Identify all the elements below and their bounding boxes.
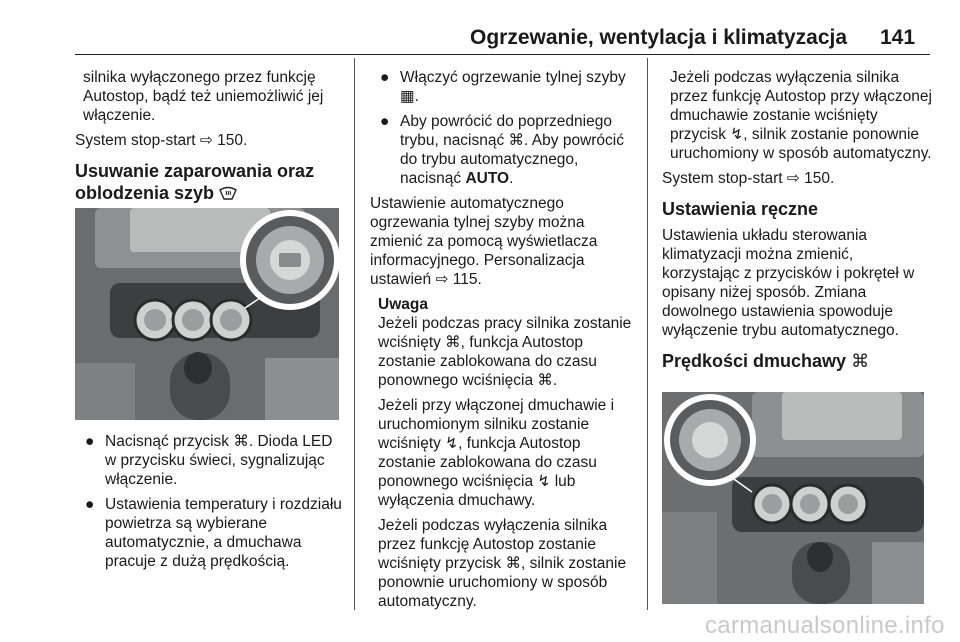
list-item: ●Aby powrócić do poprzedniego trybu, nac… [380, 113, 624, 187]
section-heading: Prędkości dmuchawy ⌘ [662, 350, 932, 372]
list-item: ●Ustawienia temperatury i rozdziału powi… [85, 496, 342, 570]
watermark: carmanualsonline.info [705, 612, 945, 639]
list-item-text: Ustawienia temperatury i rozdziału powie… [105, 496, 342, 570]
section-heading: Usuwanie zaparowania oraz oblodzenia szy… [75, 160, 343, 204]
paragraph: Jeżeli podczas wyłączenia silnika przez … [670, 69, 932, 162]
auto-label: AUTO [465, 170, 510, 187]
column-divider-1 [354, 58, 355, 610]
climate-control-photo [75, 208, 339, 420]
fan-icon: ⌘ [851, 351, 870, 371]
cross-reference: System stop-start ⇨ 150. [75, 132, 248, 149]
list-item-text: Aby powrócić do poprzedniego trybu, naci… [400, 113, 624, 187]
column-1-bullets: ●Nacisnąć przycisk ⌘. Dioda LED w przyci… [75, 432, 343, 571]
heading-text: Usuwanie zaparowania oraz oblodzenia szy… [75, 161, 315, 203]
page-header: Ogrzewanie, wentylacja i klimatyzacja 14… [0, 0, 960, 55]
column-2: ●Włączyć ogrzewanie tylnej szyby ▦. ●Aby… [370, 68, 638, 611]
list-item: ●Włączyć ogrzewanie tylnej szyby ▦. [380, 69, 626, 105]
note-paragraph: Jeżeli podczas pracy silnika zostanie wc… [378, 315, 632, 389]
page-title: Ogrzewanie, wentylacja i klimatyzacja [470, 26, 848, 49]
section-heading: Ustawienia ręczne [662, 199, 819, 219]
list-item-text: Nacisnąć przycisk ⌘. Dioda LED w przycis… [105, 433, 333, 488]
list-item: ●Nacisnąć przycisk ⌘. Dioda LED w przyci… [85, 433, 333, 488]
paragraph: Ustawienie automatycznego ogrzewania tyl… [370, 195, 598, 288]
cross-reference: System stop-start ⇨ 150. [662, 170, 835, 187]
paragraph: silnika wyłączonego przez funkcję Autost… [83, 69, 324, 124]
windscreen-defrost-icon [219, 186, 237, 200]
note-title: Uwaga [378, 296, 428, 313]
column-3: Jeżeli podczas wyłączenia silnika przez … [662, 68, 932, 372]
column-divider-2 [647, 58, 648, 610]
note-box: Uwaga Jeżeli podczas pracy silnika zosta… [370, 295, 638, 611]
list-item-text: Włączyć ogrzewanie tylnej szyby ▦. [400, 69, 626, 105]
page-number: 141 [880, 26, 916, 49]
fan-speed-photo [662, 392, 924, 604]
header-divider [75, 54, 930, 55]
note-paragraph: Jeżeli przy włączonej dmuchawie i urucho… [378, 397, 615, 509]
heading-text: Prędkości dmuchawy [662, 351, 847, 371]
column-1: silnika wyłączonego przez funkcję Autost… [75, 68, 343, 204]
paragraph: Ustawienia układu sterowania klimatyzacj… [662, 227, 915, 339]
note-paragraph: Jeżeli podczas wyłączenia silnika przez … [378, 517, 627, 610]
